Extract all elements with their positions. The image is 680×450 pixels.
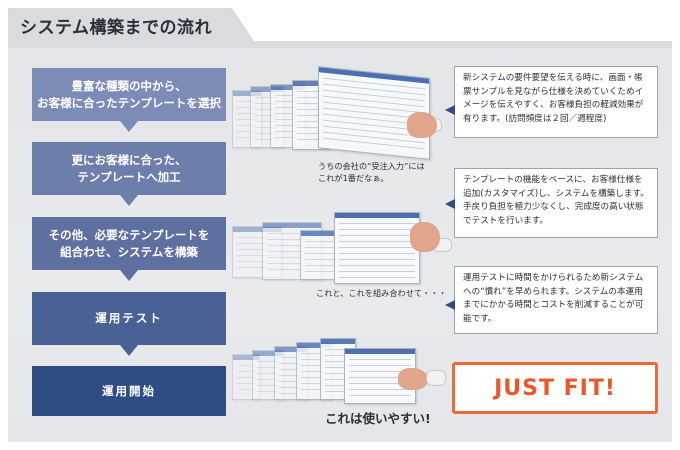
step-system-build: その他、必要なテンプレートを 組合わせ、システムを構築	[32, 217, 226, 281]
title-tab-slant	[232, 8, 254, 41]
caption-choice: うちの会社の“受注入力”には これが1番だなぁ。	[318, 160, 425, 184]
title-underline	[8, 41, 672, 48]
step-operation-test: 運用テスト	[32, 292, 226, 356]
pointing-hand-icon	[398, 368, 428, 390]
just-fit-badge: JUST FIT!	[452, 362, 658, 414]
info-box-select: 新システムの要件要望を伝える時に、画面・帳票サンプルを見ながら仕様を決めていくた…	[445, 66, 658, 138]
step-label-line: テンプレートへ加工	[77, 169, 181, 184]
info-box-test: 運用テストに時間をかけられるため新システムへの“慣れ”を早められます。システムの…	[445, 266, 658, 334]
pointing-hand-icon	[407, 112, 437, 138]
caption-line: これが1番だなぁ。	[318, 173, 389, 183]
step-label-line: 運用テスト	[95, 311, 163, 325]
just-fit-label: JUST FIT!	[494, 375, 616, 401]
pointer-icon	[445, 300, 455, 310]
pointing-hand-icon	[410, 222, 440, 252]
screenshot-icon	[334, 212, 420, 284]
down-arrow-icon	[120, 270, 138, 281]
pointer-icon	[445, 105, 455, 115]
sleeve-icon	[426, 370, 446, 386]
step-label-line: 運用開始	[102, 383, 156, 398]
pointer-icon	[445, 199, 455, 209]
down-arrow-icon	[120, 345, 138, 356]
page-title: システム構築までの流れ	[20, 18, 212, 38]
step-label-line: 豊富な種類の中から、	[71, 78, 187, 93]
info-text: 運用テストに時間をかけられるため新システムへの“慣れ”を早められます。システムの…	[463, 273, 644, 324]
info-text: 新システムの要件要望を伝える時に、画面・帳票サンプルを見ながら仕様を決めていくた…	[463, 73, 644, 124]
caption-line: うちの会社の“受注入力”には	[318, 161, 425, 171]
step-label-line: お客様に合ったテンプレートを選択	[37, 95, 221, 110]
step-label-line: 更にお客様に合った、	[71, 152, 187, 167]
down-arrow-icon	[120, 121, 138, 132]
info-box-customize: テンプレートの機能をベースに、お客様仕様を追加(カスタマイズ)し、システムを構築…	[445, 168, 658, 238]
step-operation-start: 運用開始	[32, 366, 226, 416]
caption-easy-to-use: これは使いやすい!	[325, 411, 431, 426]
step-template-customize: 更にお客様に合った、 テンプレートへ加工	[32, 142, 226, 206]
title-tab	[8, 8, 232, 41]
down-arrow-icon	[120, 195, 138, 206]
caption-combine: これと、これを組み合わせて・・・	[316, 288, 447, 298]
info-text: テンプレートの機能をベースに、お客様仕様を追加(カスタマイズ)し、システムを構築…	[463, 175, 649, 226]
step-label-line: 組合わせ、システムを構築	[60, 244, 198, 259]
step-label-line: その他、必要なテンプレートを	[48, 227, 210, 242]
step-template-select: 豊富な種類の中から、 お客様に合ったテンプレートを選択	[32, 68, 226, 132]
